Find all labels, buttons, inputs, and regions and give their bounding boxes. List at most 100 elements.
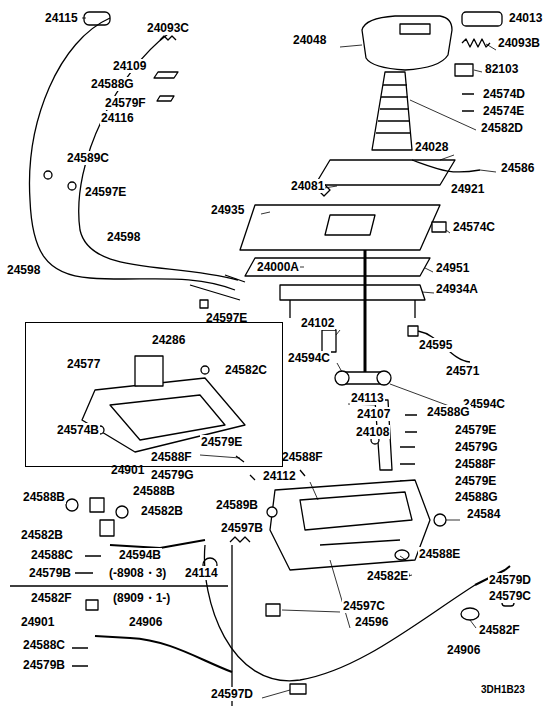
boot-pleats <box>376 85 411 133</box>
callout-number: 24588B <box>132 484 176 498</box>
callout-number: 24102 <box>300 316 335 330</box>
nut <box>201 366 209 374</box>
callout-number: 24588B <box>22 490 66 504</box>
bolt <box>290 684 306 694</box>
callout-number: 24081 <box>290 179 325 193</box>
bolt <box>266 604 280 616</box>
callout-number: 24582F <box>478 623 521 637</box>
inset-bracket <box>82 378 245 452</box>
callout-number: 24013 <box>508 11 543 25</box>
callout-number: 24582D <box>480 121 524 135</box>
shift-knob <box>362 16 452 70</box>
callout-number: 24574B <box>56 423 100 437</box>
callout-number: 24598 <box>6 263 41 277</box>
callout-number: 24588G <box>426 405 471 419</box>
inset-frame: 242862457724582C24574B <box>25 322 283 467</box>
callout-number: 24588G <box>90 77 135 91</box>
callout-number: 24935 <box>210 203 245 217</box>
callout-number: 24588C <box>30 548 74 562</box>
callout-number: 24906 <box>446 643 481 657</box>
small-parts <box>72 648 88 666</box>
callout-number: 24579B <box>28 566 72 580</box>
callout-number: 24579G <box>150 468 195 482</box>
switch <box>135 356 163 386</box>
cable <box>204 545 475 681</box>
callout-number: 24589B <box>215 498 259 512</box>
callout-number: (-8908・3) <box>108 566 167 580</box>
base-bracket <box>270 480 430 570</box>
cable <box>95 636 232 672</box>
bushing <box>434 514 446 526</box>
pin <box>75 556 101 573</box>
slot <box>325 215 375 235</box>
callout-number: 24588F <box>454 457 497 471</box>
callout-number: 24574D <box>482 87 526 101</box>
callout-number: 24579B <box>22 658 66 672</box>
callout-number: 24594C <box>287 351 331 365</box>
callout-number: 24048 <box>292 33 327 47</box>
callout-number: 24579F <box>104 96 147 110</box>
callout-number: 24108 <box>355 425 390 439</box>
wire <box>412 160 480 172</box>
callout-number: 24597D <box>210 687 254 701</box>
callout-number: 24588F <box>150 450 193 464</box>
callout-number: 24574C <box>452 220 496 234</box>
callout-number: 24579E <box>454 423 497 437</box>
callout-number: 24901 <box>20 615 55 629</box>
callout-number: 24595 <box>418 338 453 352</box>
cable <box>30 18 235 290</box>
leader-lines <box>82 18 496 698</box>
callout-number: 24000A <box>256 260 300 274</box>
callout-number: 24589C <box>66 151 110 165</box>
callout-number: 24598 <box>106 230 141 244</box>
callout-number: 24028 <box>414 140 449 154</box>
callout-number: (8909・1-) <box>112 591 171 605</box>
bushing <box>100 520 114 536</box>
callout-number: 24597E <box>84 185 127 199</box>
bracket-detail <box>110 395 225 440</box>
callout-number: 24579E <box>454 474 497 488</box>
callout-number: 24901 <box>110 463 145 477</box>
callout-number: 24113 <box>350 391 385 405</box>
callout-number: 24571 <box>445 364 480 378</box>
callout-number: 24107 <box>356 407 391 421</box>
cable-end <box>190 275 245 300</box>
switch <box>455 64 474 111</box>
callout-number: 24114 <box>184 566 219 580</box>
callout-number: 3DH1B23 <box>480 683 526 697</box>
clip <box>44 171 52 179</box>
callout-number: 24579E <box>200 435 243 449</box>
bracket-detail <box>300 492 412 545</box>
callout-number: 24116 <box>100 111 135 125</box>
callout-number: 24577 <box>66 357 101 371</box>
callout-number: 24586 <box>500 161 535 175</box>
callout-number: 24093C <box>146 21 190 35</box>
callout-number: 24582B <box>20 528 64 542</box>
divider <box>10 545 232 706</box>
roller <box>335 371 349 385</box>
spring <box>462 39 490 47</box>
boot-plate <box>315 160 455 185</box>
screw <box>432 222 446 232</box>
callout-number: 24584 <box>466 507 501 521</box>
callout-number: 24597C <box>342 599 386 613</box>
spring <box>230 537 250 542</box>
callout-number: 24951 <box>435 261 470 275</box>
washer <box>116 506 128 518</box>
callout-number: 24582E <box>366 569 409 583</box>
bolt <box>68 182 76 190</box>
callout-number: 24934A <box>435 282 479 296</box>
bushing <box>267 507 277 517</box>
callout-number: 24921 <box>450 182 485 196</box>
washer <box>66 499 78 511</box>
roller <box>377 371 391 385</box>
callout-number: 24582C <box>224 363 268 377</box>
bolt <box>200 300 208 308</box>
bushing <box>322 330 336 352</box>
callout-number: 24579G <box>454 440 499 454</box>
button <box>462 12 502 26</box>
callout-number: 24582B <box>140 504 184 518</box>
lever-rod <box>364 250 367 375</box>
callout-number: 24579D <box>488 573 532 587</box>
